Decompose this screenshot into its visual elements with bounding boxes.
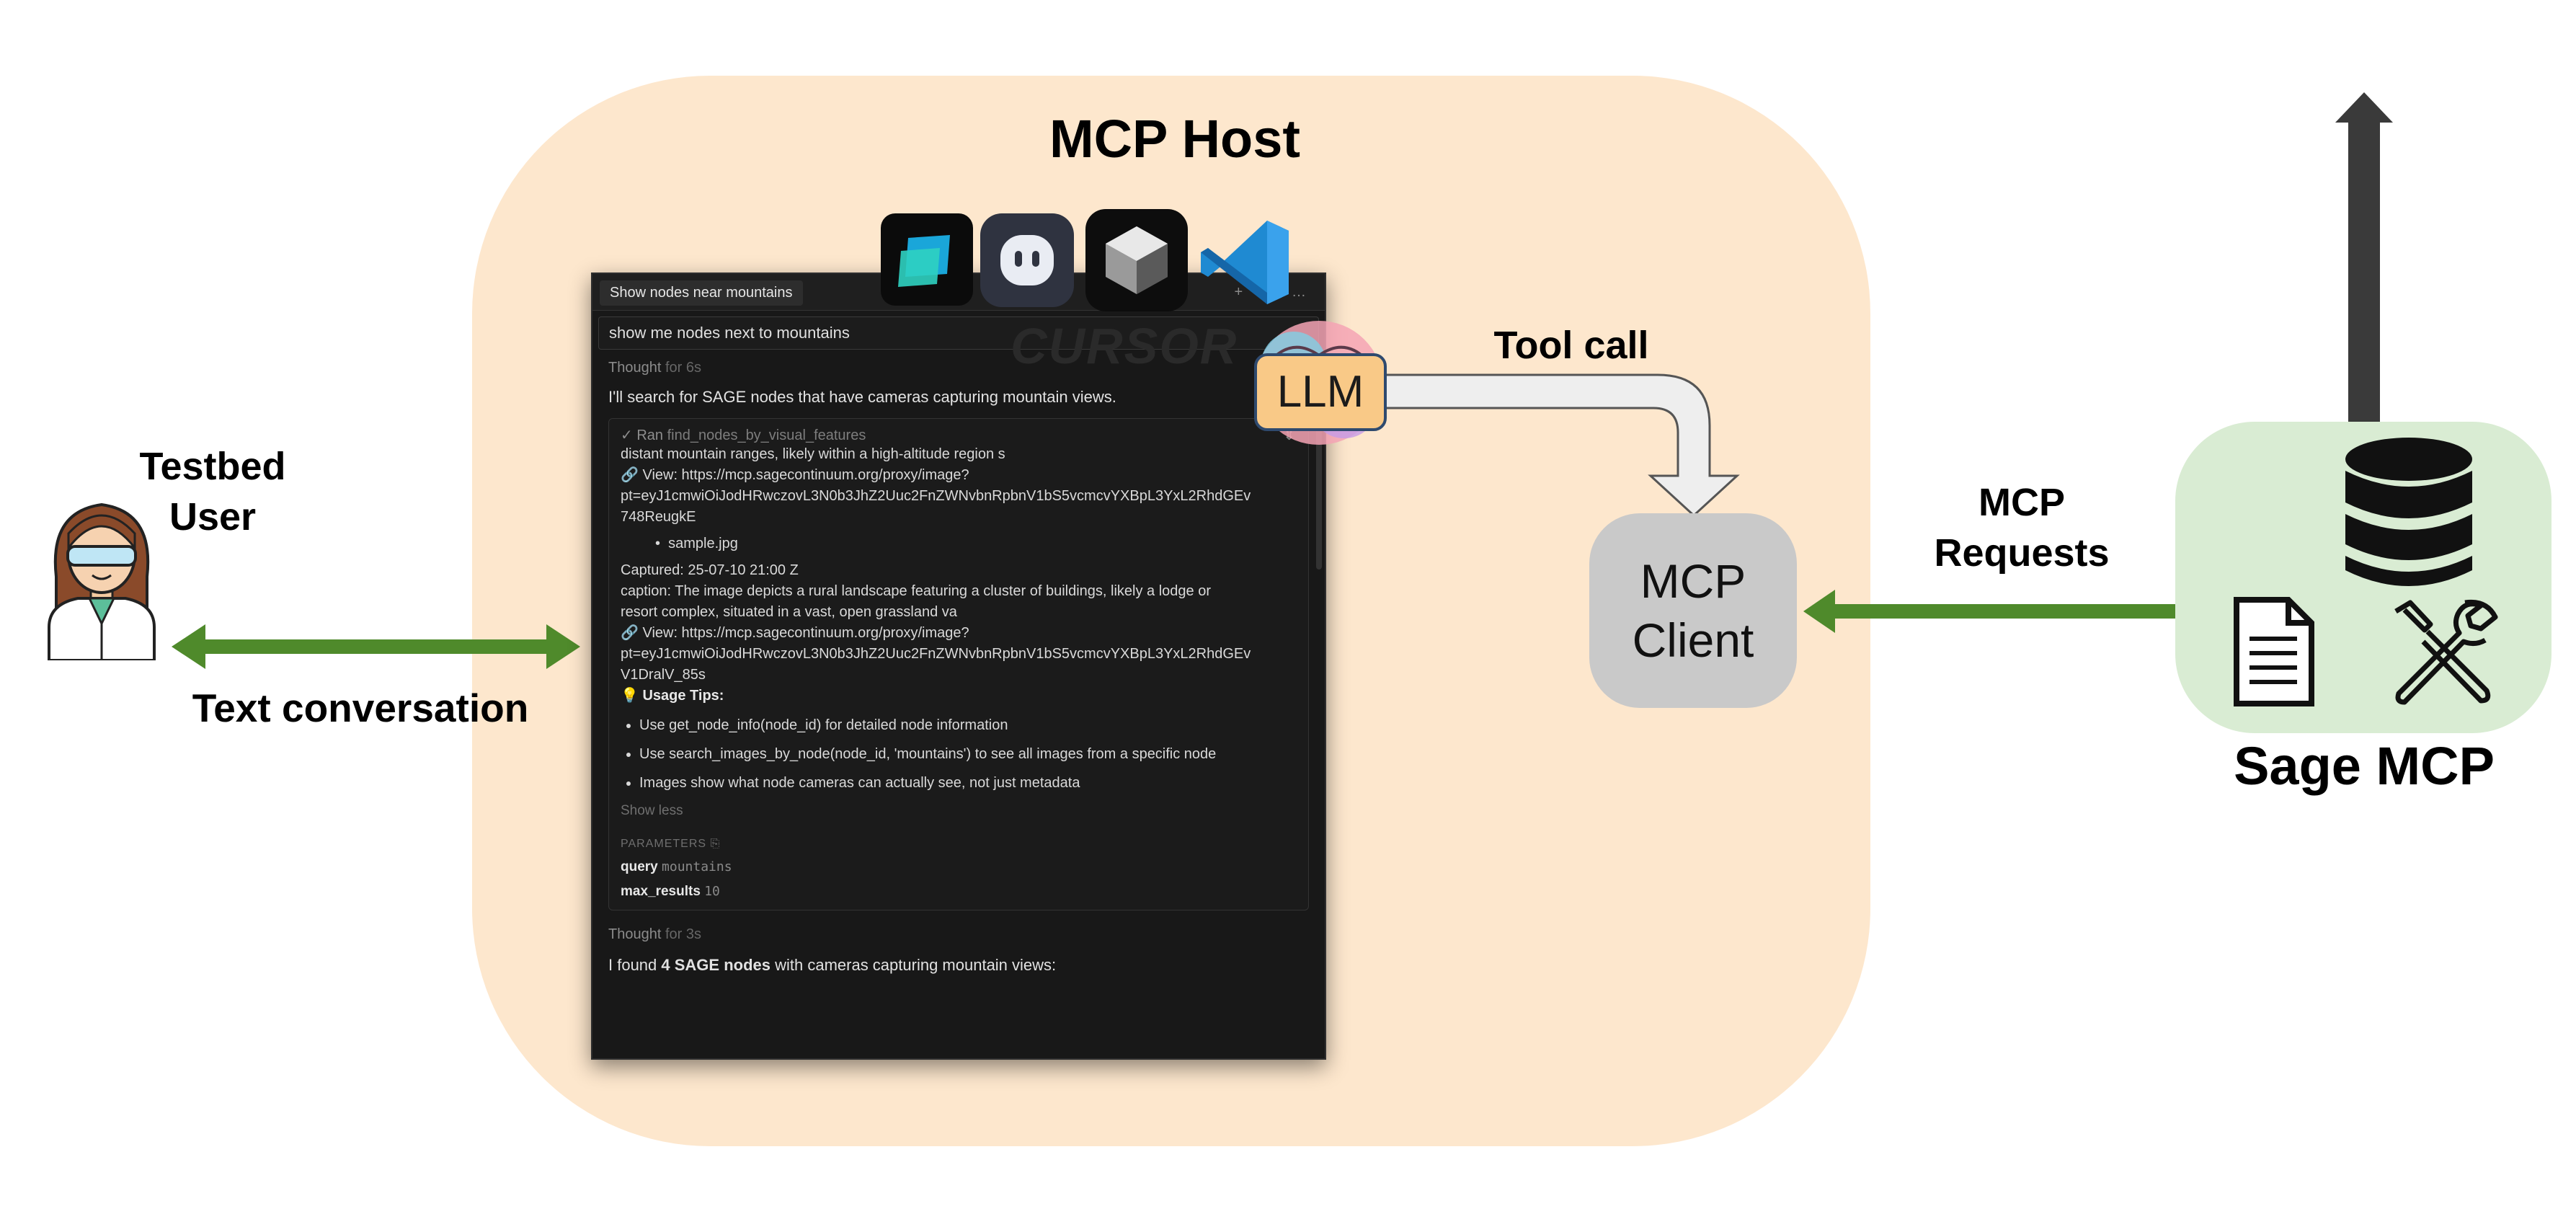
list-item: Images show what node cameras can actual…: [639, 768, 1297, 797]
tool-ran-prefix: ✓ Ran: [621, 427, 664, 443]
windsurf-app-icon: [881, 213, 973, 306]
result-link[interactable]: 🔗 View: https://mcp.sagecontinuum.org/pr…: [621, 625, 969, 641]
thought-indicator[interactable]: Thought for 6s: [608, 360, 1309, 376]
result-line: V1DralV_85s: [621, 667, 706, 683]
usage-tips-title: 💡 Usage Tips:: [621, 688, 724, 704]
found-count: 4 SAGE nodes: [661, 956, 770, 974]
thought-time: for 6s: [665, 360, 701, 376]
param-key: query: [621, 859, 658, 874]
testbed-user-label: Testbed User: [139, 445, 286, 539]
scientist-user-icon: [48, 502, 156, 660]
result-line: resort complex, situated in a vast, open…: [621, 604, 957, 620]
assistant-result-summary: I found 4 SAGE nodes with cameras captur…: [608, 956, 1309, 975]
parameters-label: PARAMETERS: [621, 838, 707, 850]
param-value: 10: [704, 884, 720, 899]
param-max-results: max_results 10: [621, 884, 1297, 900]
result-line: Captured: 25-07-10 21:00 Z: [621, 562, 799, 578]
text-conversation-label: Text conversation: [192, 686, 529, 730]
cursor-app-icon: [1085, 209, 1188, 311]
param-value: mountains: [662, 859, 732, 874]
tool-call-arrow: [1381, 373, 1740, 518]
tool-call-block: ✓ Ran find_nodes_by_visual_features ⇕ di…: [608, 418, 1309, 910]
copilot-app-icon: [980, 213, 1074, 307]
upward-arrow: [2335, 92, 2393, 429]
tool-name: find_nodes_by_visual_features: [667, 427, 866, 443]
tool-ran-header[interactable]: ✓ Ran find_nodes_by_visual_features: [621, 426, 1297, 444]
thought-label: Thought: [608, 360, 662, 376]
tools-icon: [2394, 599, 2498, 705]
sage-mcp-label: Sage MCP: [2234, 736, 2495, 796]
result-line: caption: The image depicts a rural lands…: [621, 583, 1211, 599]
result-line: 748ReugkE: [621, 509, 696, 525]
sample-file-item: • sample.jpg: [655, 536, 738, 551]
param-key: max_results: [621, 884, 701, 899]
cursor-wordmark: CURSOR: [1011, 318, 1238, 374]
tool-call-label: Tool call: [1493, 324, 1649, 367]
parameters-heading: PARAMETERS ⎘: [621, 838, 1297, 851]
mcp-client-label: MCP Client: [1632, 554, 1754, 667]
usage-tips-list: Use get_node_info(node_id) for detailed …: [621, 711, 1297, 797]
assistant-intro: I'll search for SAGE nodes that have cam…: [608, 388, 1116, 406]
result-line: distant mountain ranges, likely within a…: [621, 446, 1005, 462]
result-line: pt=eyJ1cmwiOiJodHRwczovL3N0b3JhZ2Uuc2FnZ…: [621, 488, 1251, 504]
llm-label-box: LLM: [1254, 353, 1387, 431]
copy-icon[interactable]: ⎘: [710, 838, 721, 850]
list-item: Use search_images_by_node(node_id, 'moun…: [639, 740, 1297, 768]
thought-time: for 3s: [665, 926, 701, 942]
result-link[interactable]: 🔗 View: https://mcp.sagecontinuum.org/pr…: [621, 467, 969, 483]
conversation-arrow: [172, 624, 580, 669]
mcp-requests-label: MCP Requests: [1934, 481, 2110, 575]
requests-arrow: [1803, 590, 2220, 633]
mcp-client-box: MCP Client: [1589, 513, 1797, 708]
database-icon: [2345, 438, 2472, 586]
found-suffix: with cameras capturing mountain views:: [770, 956, 1057, 974]
user-query-message: show me nodes next to mountains: [598, 316, 1319, 350]
chat-tab[interactable]: Show nodes near mountains: [600, 280, 803, 306]
thought-indicator[interactable]: Thought for 3s: [608, 926, 1309, 943]
chat-panel: Show nodes near mountains + ↺ … show me …: [591, 273, 1326, 1060]
thought-label: Thought: [608, 926, 662, 942]
param-query: query mountains: [621, 859, 1297, 875]
scrollbar[interactable]: [1316, 404, 1322, 570]
document-icon: [2234, 597, 2314, 706]
result-line: pt=eyJ1cmwiOiJodHRwczovL3N0b3JhZ2Uuc2FnZ…: [621, 646, 1251, 662]
mcp-host-title: MCP Host: [1049, 109, 1301, 169]
vscode-app-icon: [1201, 221, 1289, 304]
show-less-link[interactable]: Show less: [621, 803, 683, 818]
found-prefix: I found: [608, 956, 662, 974]
list-item: Use get_node_info(node_id) for detailed …: [639, 711, 1297, 740]
